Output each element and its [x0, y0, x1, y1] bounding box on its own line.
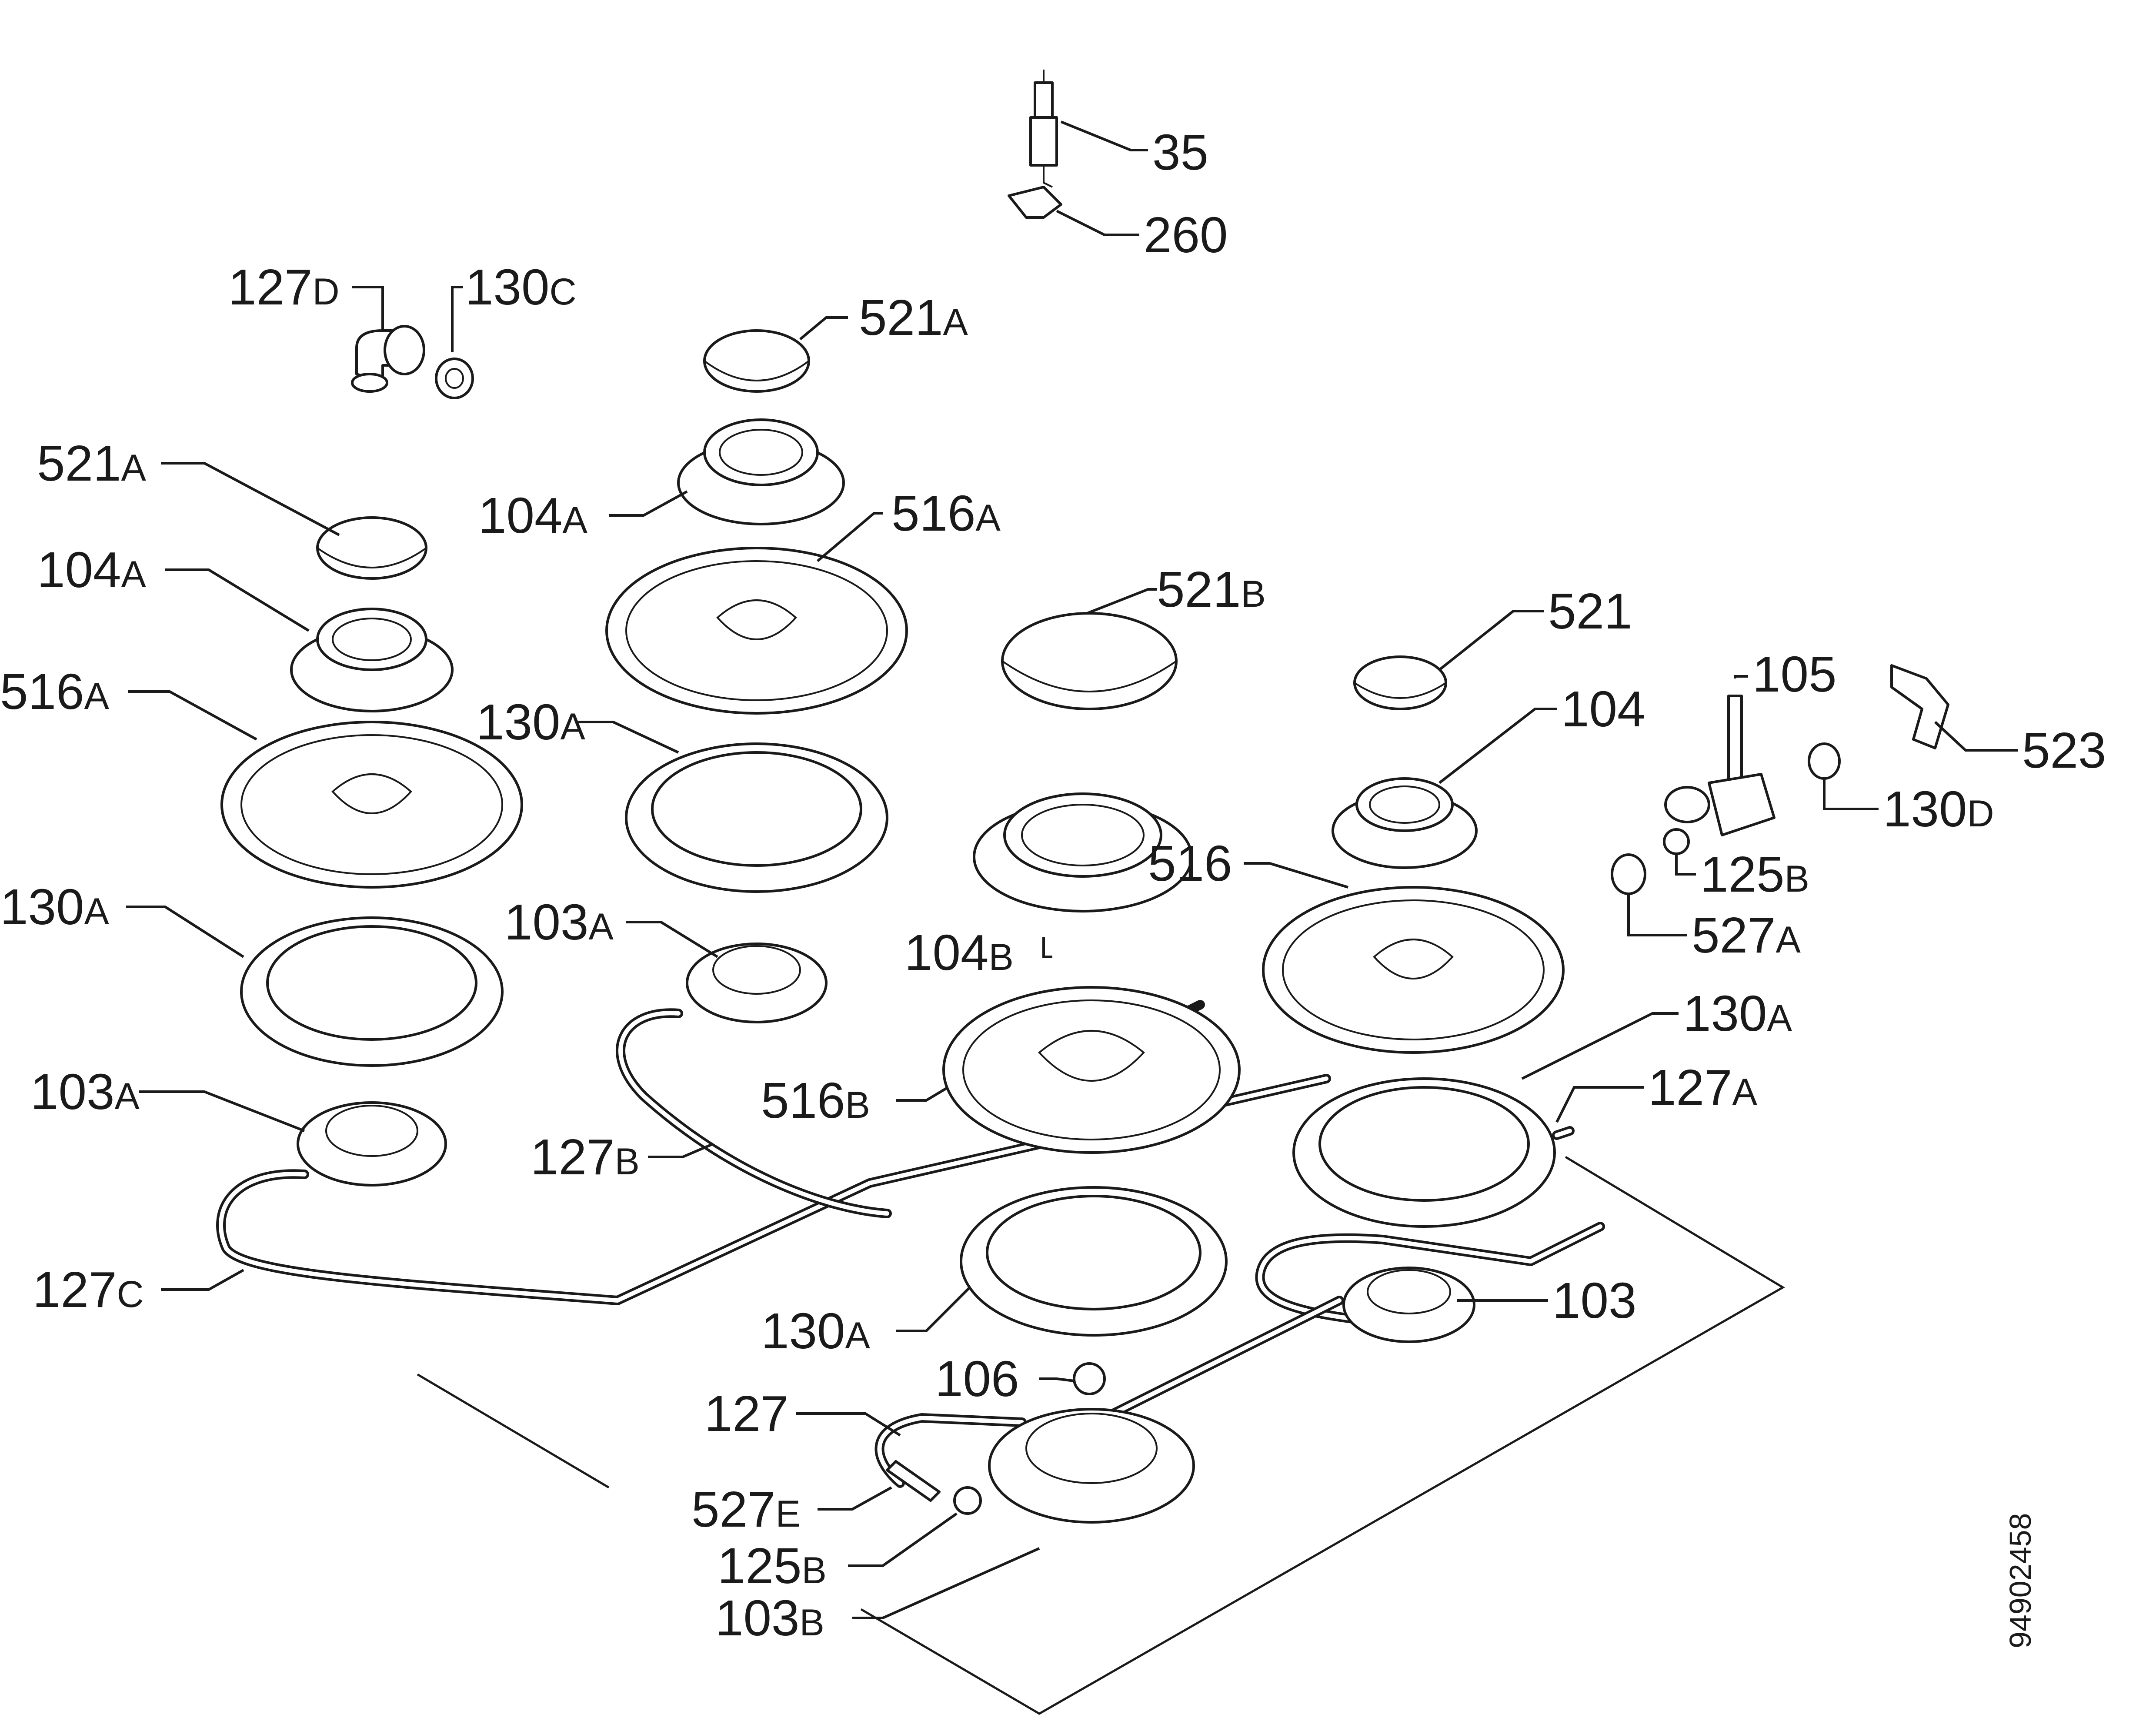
- burner-base-103A-left: [297, 1101, 447, 1187]
- trim-ring-516A-left: [220, 721, 523, 889]
- callout-103: 103: [1552, 1272, 1637, 1329]
- burner-base-103A-mid: [686, 943, 828, 1023]
- callout-127B: 127B: [531, 1129, 640, 1185]
- trim-ring-516A-top: [605, 547, 908, 715]
- injector-125B-right: [1663, 828, 1690, 855]
- thermocouple-35: [1029, 70, 1058, 188]
- burner-head-104A-top: [677, 418, 845, 525]
- callout-521A-top: 521A: [859, 289, 968, 346]
- burner-base-103: [1342, 1267, 1475, 1343]
- elbow-127D: [351, 325, 425, 393]
- callout-521B: 521B: [1157, 561, 1266, 618]
- burner-cap-521B: [1001, 612, 1178, 710]
- burner-head-104A-left: [290, 608, 454, 712]
- clip-260: [1008, 186, 1062, 219]
- seal-130A-bottom: [960, 1186, 1228, 1337]
- callout-labels: 35 260 127D 130C 521A 521A 104A 104A 516…: [0, 124, 2106, 1646]
- callout-106: 106: [935, 1350, 1019, 1407]
- callout-127D: 127D: [228, 259, 340, 315]
- callout-521A-left: 521A: [37, 435, 147, 491]
- gas-hoses: [216, 1000, 1605, 1488]
- callout-130A-left: 130A: [0, 879, 110, 935]
- callout-103A-left: 103A: [30, 1063, 140, 1120]
- callout-130A-right: 130A: [1683, 985, 1792, 1042]
- callout-516A-left: 516A: [0, 663, 110, 720]
- callout-130D: 130D: [1883, 781, 1994, 837]
- trim-ring-516: [1262, 886, 1565, 1054]
- callout-260: 260: [1144, 207, 1228, 263]
- seal-130A-right: [1292, 1077, 1556, 1228]
- leader-lines: [126, 120, 2018, 1619]
- burner-cap-521: [1353, 655, 1447, 710]
- callout-103B: 103B: [715, 1590, 824, 1646]
- burner-base-103B: [988, 1408, 1195, 1524]
- callout-127: 127: [704, 1385, 789, 1442]
- callout-105: 105: [1752, 646, 1837, 702]
- injector-106: [1073, 1362, 1106, 1395]
- callout-127C: 127C: [33, 1261, 144, 1318]
- callout-527E: 527E: [691, 1481, 801, 1538]
- nut-130C: [435, 358, 474, 399]
- injector-125B-bottom: [953, 1486, 982, 1515]
- callout-521: 521: [1548, 583, 1632, 639]
- trim-ring-516B: [942, 986, 1241, 1154]
- callout-125B-right: 125B: [1700, 846, 1809, 902]
- callout-523: 523: [2022, 722, 2106, 779]
- callout-130C: 130C: [465, 259, 577, 315]
- burner-cap-521A-left: [316, 516, 427, 580]
- callout-103A-mid: 103A: [504, 894, 614, 950]
- callout-516B: 516B: [761, 1072, 870, 1129]
- callout-104B: 104B: [904, 924, 1014, 981]
- nut-527A: [1611, 853, 1646, 895]
- seal-130A-mid: [625, 742, 888, 893]
- burner-cap-521A-top: [703, 329, 810, 393]
- callout-125B-bottom: 125B: [718, 1538, 827, 1594]
- callout-516A-top: 516A: [891, 485, 1001, 541]
- callout-516: 516: [1148, 835, 1232, 892]
- washer-130D: [1808, 742, 1841, 780]
- gas-tap-105: [1664, 695, 1776, 836]
- callout-104: 104: [1561, 681, 1645, 737]
- burner-head-104B: [973, 792, 1193, 912]
- hob-outline: [417, 1156, 1785, 1715]
- callout-130A-bottom: 130A: [761, 1303, 871, 1359]
- callout-130A-mid: 130A: [476, 694, 586, 750]
- elbow-527E: [886, 1460, 941, 1502]
- document-id: 94902458: [2003, 1513, 2037, 1648]
- seal-130A-left: [240, 916, 504, 1067]
- callout-127A: 127A: [1648, 1059, 1758, 1116]
- callout-527A: 527A: [1692, 907, 1801, 963]
- callout-104A-left: 104A: [37, 541, 147, 598]
- burner-head-104: [1332, 777, 1478, 869]
- callout-104A-top: 104A: [478, 487, 588, 544]
- bracket-523: [1890, 664, 1949, 749]
- callout-35: 35: [1152, 124, 1208, 180]
